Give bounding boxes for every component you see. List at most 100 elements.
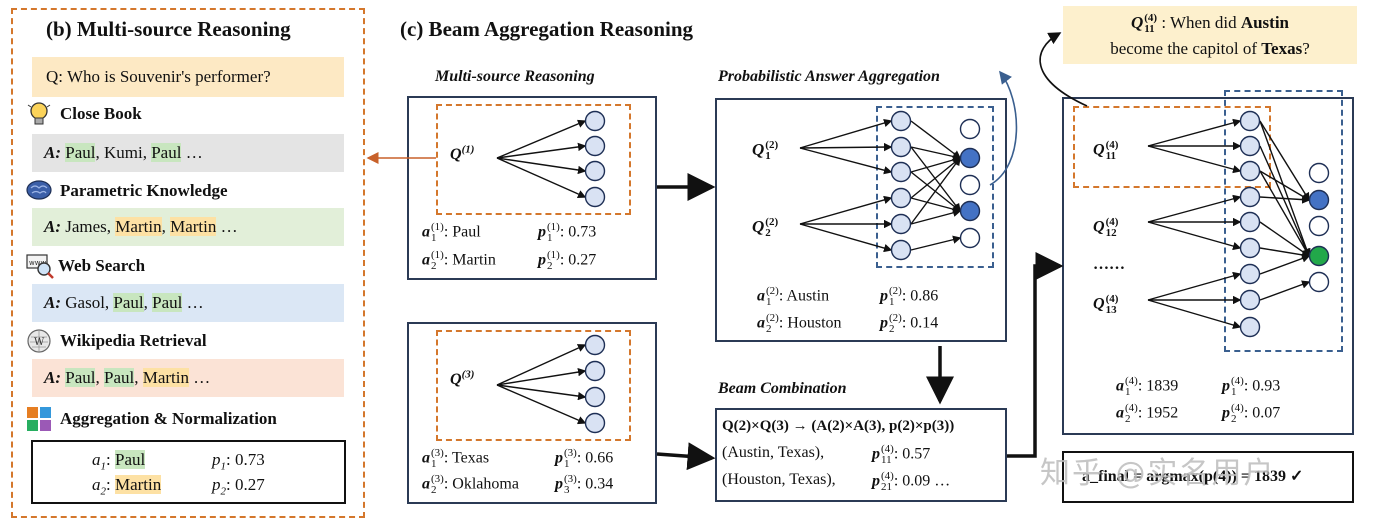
curve-arrow (1039, 32, 1088, 107)
flow-arrow (656, 442, 716, 471)
aggregation-row-2: a2: Martin (92, 475, 162, 498)
aggregation-edge (910, 235, 962, 251)
aggregation-edge (910, 208, 962, 225)
source-parametric-knowledge: Parametric Knowledge (26, 178, 228, 207)
box-q1 (407, 96, 657, 280)
answer-token: Paul (151, 143, 182, 162)
fan-edge (799, 142, 893, 152)
source-close-book: Close Book (26, 101, 142, 130)
answer-node (1239, 263, 1261, 285)
answer-token: Paul (152, 293, 183, 312)
aggregation-edge (1259, 170, 1310, 258)
source-title: Wikipedia Retrieval (60, 331, 207, 350)
q4-ellipsis: …… (1093, 256, 1125, 273)
aggregation-edge (1259, 120, 1311, 258)
box2-prob-2: p(2)2: 0.14 (880, 312, 939, 335)
box2-row-1: a(2)1: Austin (757, 285, 830, 308)
aggregation-result-box (31, 440, 346, 504)
question-text: Q: Who is Souvenir's performer? (46, 67, 271, 86)
aggregation-edge (1259, 195, 1311, 204)
answer-node (584, 386, 606, 408)
answer-node (1239, 211, 1261, 233)
fan-edge (496, 119, 587, 159)
final-answer: a_final = argmax(p(4)) = 1839 ✓ (1082, 468, 1304, 485)
aggregation-edge (1259, 170, 1311, 201)
answer-node (584, 135, 606, 157)
box1-row-2: a(1)2: Martin (422, 249, 496, 272)
answer-node (584, 334, 606, 356)
q4-13-label: Q(4)13 (1093, 293, 1119, 316)
fan-edge (1147, 271, 1242, 301)
answer-node (584, 186, 606, 208)
answer-node (890, 161, 912, 183)
fan-edge (496, 344, 587, 386)
q2-2-label: Q(2)2 (752, 216, 779, 240)
fan-edge (496, 384, 587, 401)
aggregation-edge (1259, 221, 1311, 257)
panel-b-frame (11, 8, 365, 518)
source-title: Close Book (60, 104, 142, 123)
beam-prob-1: p(4)11: 0.57 (872, 443, 931, 466)
box-q3-inner (436, 330, 631, 441)
answer-token: Kumi (103, 143, 143, 162)
aggregated-node (1308, 215, 1330, 237)
answer-node (1239, 135, 1261, 157)
fan-edge (496, 157, 587, 199)
box-q3 (407, 322, 657, 504)
fan-edge (799, 195, 893, 225)
answer-node (890, 136, 912, 158)
aggregation-edge (1259, 145, 1310, 258)
svg-text:www: www (29, 259, 46, 267)
box4-prob-2: p(4)2: 0.07 (1222, 402, 1281, 425)
aggregation-edge (1259, 120, 1310, 202)
answer-node (1239, 160, 1261, 182)
q4-11-label: Q(4)11 (1093, 139, 1119, 162)
box3-row-2: a(3)2: Oklahoma (422, 473, 519, 496)
answer-token: Paul (103, 368, 135, 387)
aggregated-node (959, 147, 981, 169)
box4-prob-1: p(4)1: 0.93 (1222, 375, 1281, 398)
svg-text:W: W (34, 337, 45, 348)
answer-token: James (65, 217, 107, 236)
beam-row-1: (Austin, Texas), (722, 444, 825, 461)
multi-source-label: Multi-source Reasoning (435, 68, 595, 85)
aggregation-edge (910, 156, 961, 225)
flow-arrow (1007, 252, 1064, 458)
aggregation-prob-2: p2: 0.27 (212, 475, 265, 498)
fan-edge (496, 367, 587, 386)
aggregation-edge (910, 155, 962, 173)
answer-token: Gasol (65, 293, 105, 312)
fan-edge (799, 118, 893, 149)
answer-node (584, 160, 606, 182)
box1-row-1: a(1)1: Paul (422, 221, 481, 244)
aggregated-node (959, 227, 981, 249)
box4-row-1: a(4)1: 1839 (1116, 375, 1179, 398)
source-title: Parametric Knowledge (60, 181, 228, 200)
aggregation-title: Aggregation & Normalization (60, 409, 277, 428)
box-q2-answer-column (876, 106, 994, 268)
answer-node (584, 412, 606, 434)
q4-12-label: Q(4)12 (1093, 216, 1119, 239)
fan-edge (1147, 118, 1242, 147)
answer-token: Paul (65, 368, 96, 387)
answer-token: Paul (65, 143, 96, 162)
box3-prob-2: p(3)3: 0.34 (555, 473, 614, 496)
answer-node (1239, 186, 1261, 208)
aggregation-edge (910, 120, 962, 159)
box1-prob-2: p(1)2: 0.27 (538, 249, 597, 272)
box4-row-2: a(4)2: 1952 (1116, 402, 1179, 425)
q2-1-label: Q(2)1 (752, 139, 779, 163)
lightbulb-icon (27, 102, 51, 125)
answer-node (890, 110, 912, 132)
q1-label: Q(1) (450, 143, 475, 163)
answer-node (584, 360, 606, 382)
aggregation-heading: Aggregation & Normalization (26, 406, 277, 435)
question-bar: Q: Who is Souvenir's performer? (32, 57, 344, 97)
aggregation-edge (1259, 247, 1311, 260)
answer-node (890, 239, 912, 261)
aggregation-edge (910, 146, 962, 161)
answer-token: Martin (170, 217, 217, 236)
beam-formula: Q(2)×Q(3) → (A(2)×A(3), p(2)×p(3)) (722, 418, 955, 434)
wikipedia-icon: W (27, 329, 51, 353)
